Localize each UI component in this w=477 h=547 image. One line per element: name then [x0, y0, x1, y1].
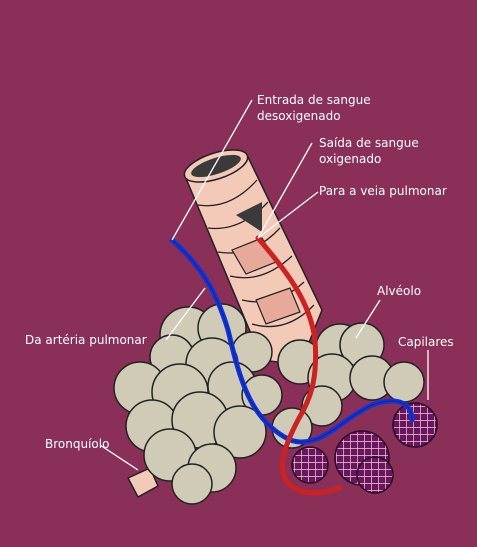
label-entrada-line2: desoxigenado [257, 109, 341, 123]
label-capilares: Capilares [398, 335, 454, 349]
bronchiole [126, 149, 323, 499]
oxygenated-vessel [255, 235, 343, 496]
label-saida-line1: Saída de sangue [319, 136, 419, 150]
alveoli-cluster [113, 303, 425, 505]
label-leaders [99, 99, 429, 471]
label-entrada-line1: Entrada de sangue [257, 93, 371, 107]
label-arteria-pulmonar: Da artéria pulmonar [25, 333, 147, 347]
label-veia-pulmonar: Para a veia pulmonar [319, 184, 447, 198]
capillaries [291, 402, 438, 494]
deoxygenated-vessel [169, 237, 415, 445]
label-alveolo: Alvéolo [377, 284, 422, 298]
label-saida-line2: oxigenado [319, 152, 382, 166]
label-bronquiolo: Bronquíolo [45, 437, 110, 451]
